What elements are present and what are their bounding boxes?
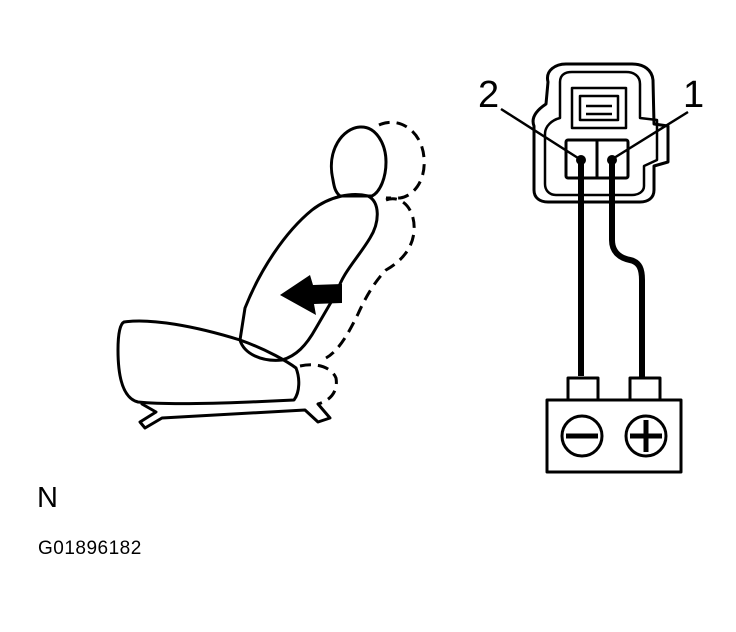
leader-line-pin1 <box>613 110 689 160</box>
seat-folded-position <box>116 125 388 430</box>
battery-body <box>545 398 683 474</box>
movement-arrow <box>280 275 342 315</box>
label-pin-1: 1 <box>683 74 704 116</box>
seat-rail <box>138 402 332 430</box>
battery-terminal-negative <box>566 376 600 402</box>
connector-lock-tab <box>570 86 628 130</box>
seatback-dashed <box>325 197 416 360</box>
battery <box>545 376 683 474</box>
cushion-dashed <box>299 363 338 406</box>
seat-cushion <box>116 319 301 405</box>
battery-terminal-positive <box>628 376 662 402</box>
minus-icon <box>560 414 604 458</box>
connector <box>531 62 670 204</box>
label-pin-2: 2 <box>478 74 499 116</box>
plus-icon <box>624 414 668 458</box>
connector-housing <box>531 62 670 204</box>
wire-positive <box>609 162 645 378</box>
seat-upright-position <box>299 120 426 406</box>
headrest <box>330 125 388 198</box>
figure-code: G01896182 <box>38 538 142 559</box>
view-letter: N <box>37 482 58 514</box>
connector-inner-shell <box>543 70 659 197</box>
headrest-dashed <box>378 120 426 200</box>
leader-line-pin2 <box>500 107 579 160</box>
lock-tab-detail <box>578 94 620 122</box>
